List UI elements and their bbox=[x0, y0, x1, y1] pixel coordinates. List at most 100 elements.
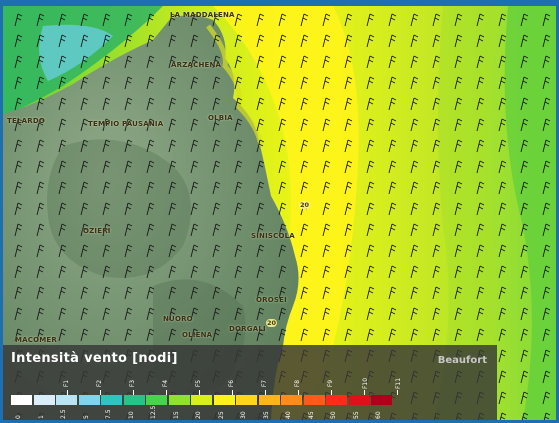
wind-barb bbox=[124, 118, 133, 132]
legend-value-label: 0 bbox=[15, 415, 22, 419]
wind-barb bbox=[212, 160, 221, 174]
wind-barb bbox=[498, 307, 507, 321]
wind-barb bbox=[454, 97, 463, 111]
wind-barb bbox=[344, 76, 353, 90]
wind-barb bbox=[124, 328, 133, 342]
wind-barb bbox=[388, 181, 397, 195]
wind-barb bbox=[322, 118, 331, 132]
wind-barb bbox=[234, 76, 243, 90]
wind-barb bbox=[542, 307, 551, 321]
wind-barb bbox=[322, 34, 331, 48]
wind-barb bbox=[256, 139, 265, 153]
wind-barb bbox=[344, 307, 353, 321]
legend-value-label: 30 bbox=[240, 411, 247, 419]
wind-barb bbox=[124, 34, 133, 48]
wind-barb bbox=[58, 181, 67, 195]
wind-barb bbox=[300, 181, 309, 195]
wind-barb bbox=[410, 34, 419, 48]
wind-barb bbox=[366, 202, 375, 216]
wind-barb bbox=[410, 286, 419, 300]
legend-scale-label: Beaufort bbox=[437, 355, 487, 366]
wind-barb bbox=[498, 181, 507, 195]
wind-barb bbox=[454, 328, 463, 342]
wind-barb bbox=[234, 118, 243, 132]
wind-barb bbox=[322, 244, 331, 258]
wind-barb bbox=[476, 181, 485, 195]
wind-barb bbox=[300, 307, 309, 321]
legend-swatch bbox=[236, 395, 257, 405]
wind-barb bbox=[476, 160, 485, 174]
wind-barb bbox=[278, 160, 287, 174]
wind-barb bbox=[300, 286, 309, 300]
legend-value-label: 5 bbox=[82, 415, 90, 419]
wind-barb bbox=[366, 307, 375, 321]
wind-barb bbox=[168, 223, 177, 237]
wind-barb bbox=[366, 328, 375, 342]
wind-barb bbox=[366, 55, 375, 69]
wind-barb bbox=[190, 265, 199, 279]
legend-swatch bbox=[213, 395, 235, 405]
wind-barb bbox=[432, 265, 441, 279]
wind-barb bbox=[520, 34, 529, 48]
beaufort-mark: F2 bbox=[96, 379, 104, 388]
wind-barb bbox=[300, 118, 309, 132]
wind-barb bbox=[542, 55, 551, 69]
legend-swatch bbox=[168, 395, 190, 405]
wind-barb bbox=[190, 139, 199, 153]
wind-barb bbox=[322, 202, 331, 216]
wind-barb bbox=[124, 202, 133, 216]
wind-barb bbox=[168, 55, 177, 69]
beaufort-mark: F7 bbox=[261, 379, 269, 388]
wind-barb bbox=[322, 181, 331, 195]
wind-barb bbox=[300, 97, 309, 111]
wind-barb bbox=[543, 412, 551, 420]
wind-barb bbox=[146, 139, 155, 153]
town-nuoro: NUORO bbox=[163, 315, 193, 323]
wind-barb bbox=[146, 223, 155, 237]
wind-barb bbox=[410, 328, 419, 342]
wind-barb bbox=[14, 307, 23, 321]
wind-barb bbox=[124, 160, 133, 174]
wind-barb bbox=[190, 76, 199, 90]
wind-barb bbox=[58, 34, 67, 48]
legend-swatch bbox=[326, 395, 347, 405]
wind-barb bbox=[344, 244, 353, 258]
beaufort-mark: F6 bbox=[228, 379, 236, 388]
wind-barb bbox=[80, 34, 89, 48]
wind-barb bbox=[454, 223, 463, 237]
wind-barb bbox=[344, 118, 353, 132]
wind-barb bbox=[366, 13, 375, 27]
wind-barb bbox=[498, 370, 507, 384]
legend-swatch bbox=[123, 395, 145, 405]
wind-barb bbox=[234, 286, 243, 300]
wind-barb bbox=[322, 286, 331, 300]
wind-barb bbox=[168, 307, 177, 321]
wind-barb bbox=[168, 13, 177, 27]
wind-barb bbox=[476, 244, 485, 258]
wind-barb bbox=[300, 139, 309, 153]
wind-barb bbox=[80, 118, 89, 132]
wind-barb bbox=[234, 181, 243, 195]
wind-barb bbox=[190, 118, 199, 132]
wind-barb bbox=[212, 223, 221, 237]
wind-barb bbox=[322, 97, 331, 111]
wind-barb bbox=[432, 55, 441, 69]
wind-barb bbox=[388, 307, 397, 321]
wind-barb bbox=[366, 286, 375, 300]
wind-barb bbox=[542, 34, 551, 48]
wind-barb bbox=[432, 13, 441, 27]
wind-barb bbox=[454, 286, 463, 300]
wind-barb bbox=[498, 55, 507, 69]
wind-barb bbox=[300, 160, 309, 174]
legend-value-label: 40 bbox=[285, 411, 292, 419]
wind-barb bbox=[146, 244, 155, 258]
wind-barb bbox=[520, 307, 529, 321]
legend-swatch bbox=[56, 395, 77, 405]
beaufort-tick bbox=[199, 390, 200, 395]
wind-barb bbox=[36, 265, 45, 279]
wind-barb bbox=[498, 349, 507, 363]
wind-barb bbox=[278, 76, 287, 90]
wind-barb bbox=[168, 76, 177, 90]
wind-barb bbox=[80, 55, 89, 69]
